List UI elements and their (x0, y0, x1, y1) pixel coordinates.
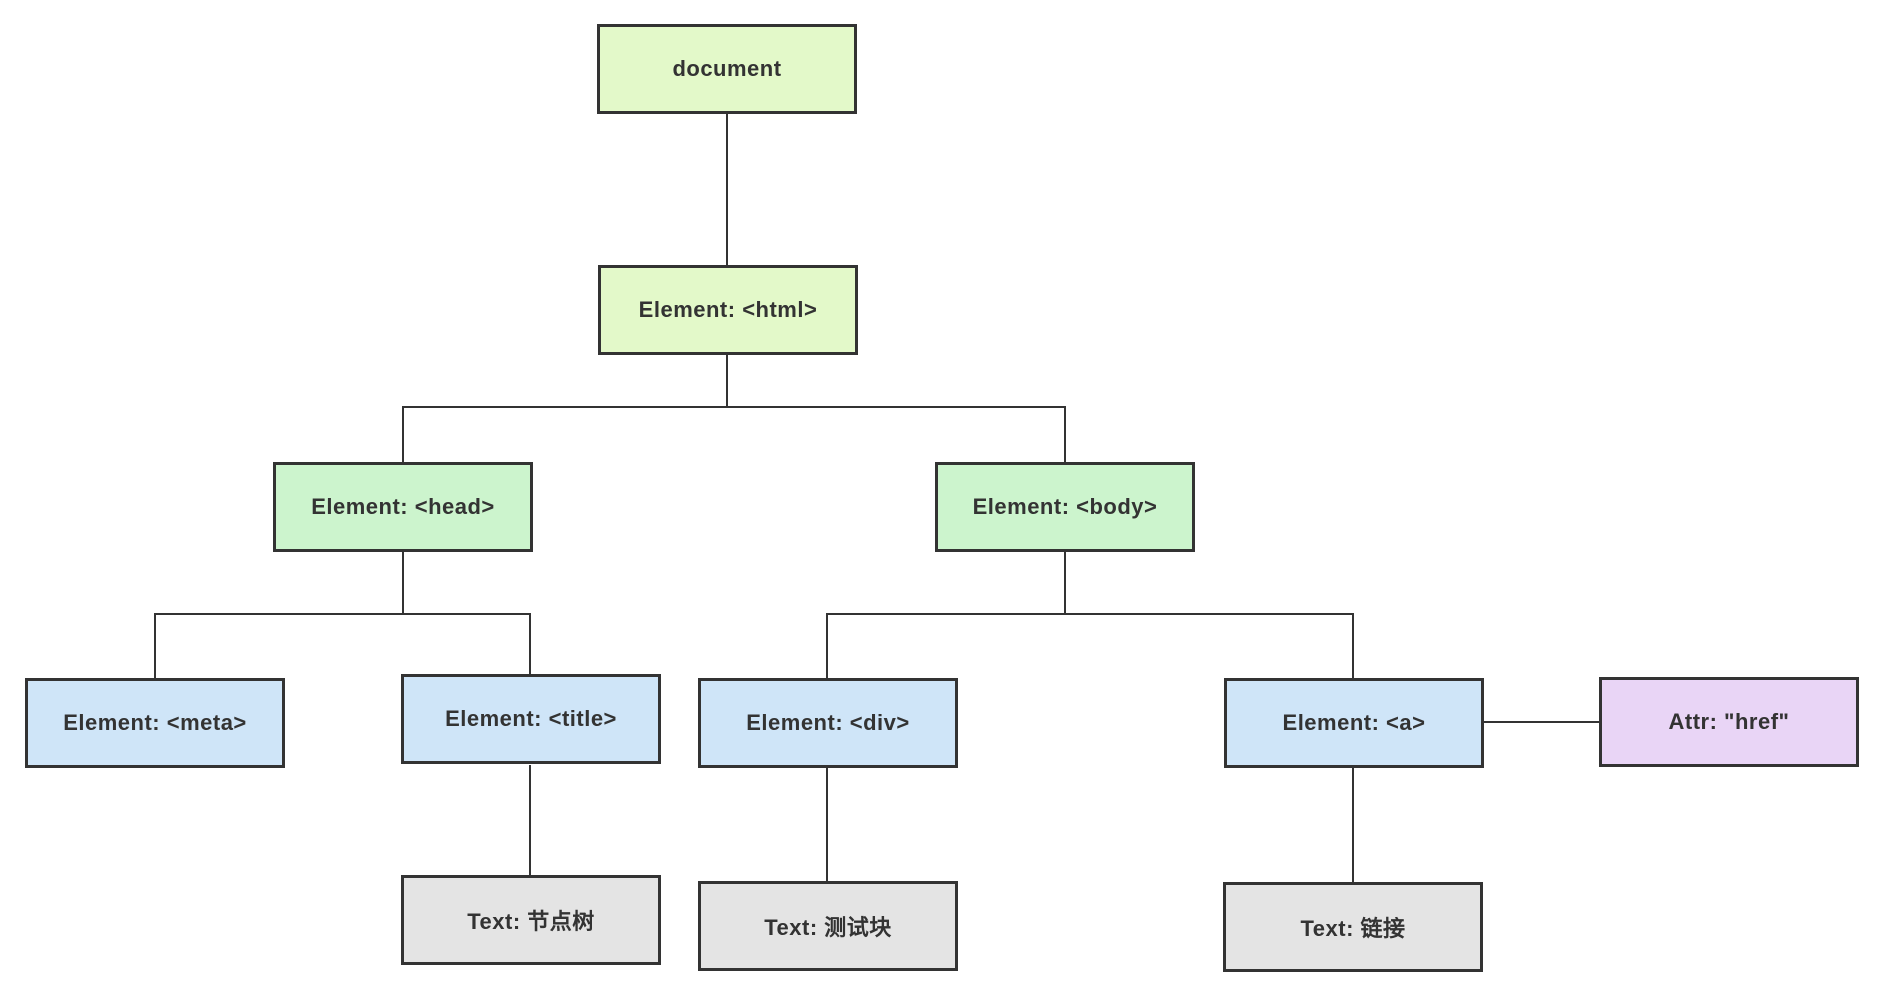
node-document: document (597, 24, 857, 114)
connector-div-text (826, 767, 828, 881)
connector-a-attr (1483, 721, 1599, 723)
connector-a-drop (1352, 613, 1354, 678)
connector-body-stem (1064, 552, 1066, 614)
node-element-body: Element: <body> (935, 462, 1195, 552)
connector-head-stem (402, 552, 404, 614)
connector-html-stem (726, 355, 728, 407)
node-element-html: Element: <html> (598, 265, 858, 355)
connector-html-branch (402, 406, 1066, 408)
connector-body-branch (826, 613, 1354, 615)
connector-meta-drop (154, 613, 156, 678)
connector-div-drop (826, 613, 828, 678)
node-element-title: Element: <title> (401, 674, 661, 764)
node-element-a: Element: <a> (1224, 678, 1484, 768)
node-text-div: Text: 测试块 (698, 881, 958, 971)
connector-a-text (1352, 767, 1354, 882)
connector-title-drop (529, 613, 531, 674)
connector-head-branch (154, 613, 531, 615)
connector-document-html (726, 114, 728, 265)
node-element-meta: Element: <meta> (25, 678, 285, 768)
node-element-div: Element: <div> (698, 678, 958, 768)
node-text-title: Text: 节点树 (401, 875, 661, 965)
node-attr-href: Attr: "href" (1599, 677, 1859, 767)
connector-body-drop (1064, 406, 1066, 462)
connector-title-text (529, 765, 531, 875)
node-element-head: Element: <head> (273, 462, 533, 552)
connector-head-drop (402, 406, 404, 462)
node-text-a: Text: 链接 (1223, 882, 1483, 972)
